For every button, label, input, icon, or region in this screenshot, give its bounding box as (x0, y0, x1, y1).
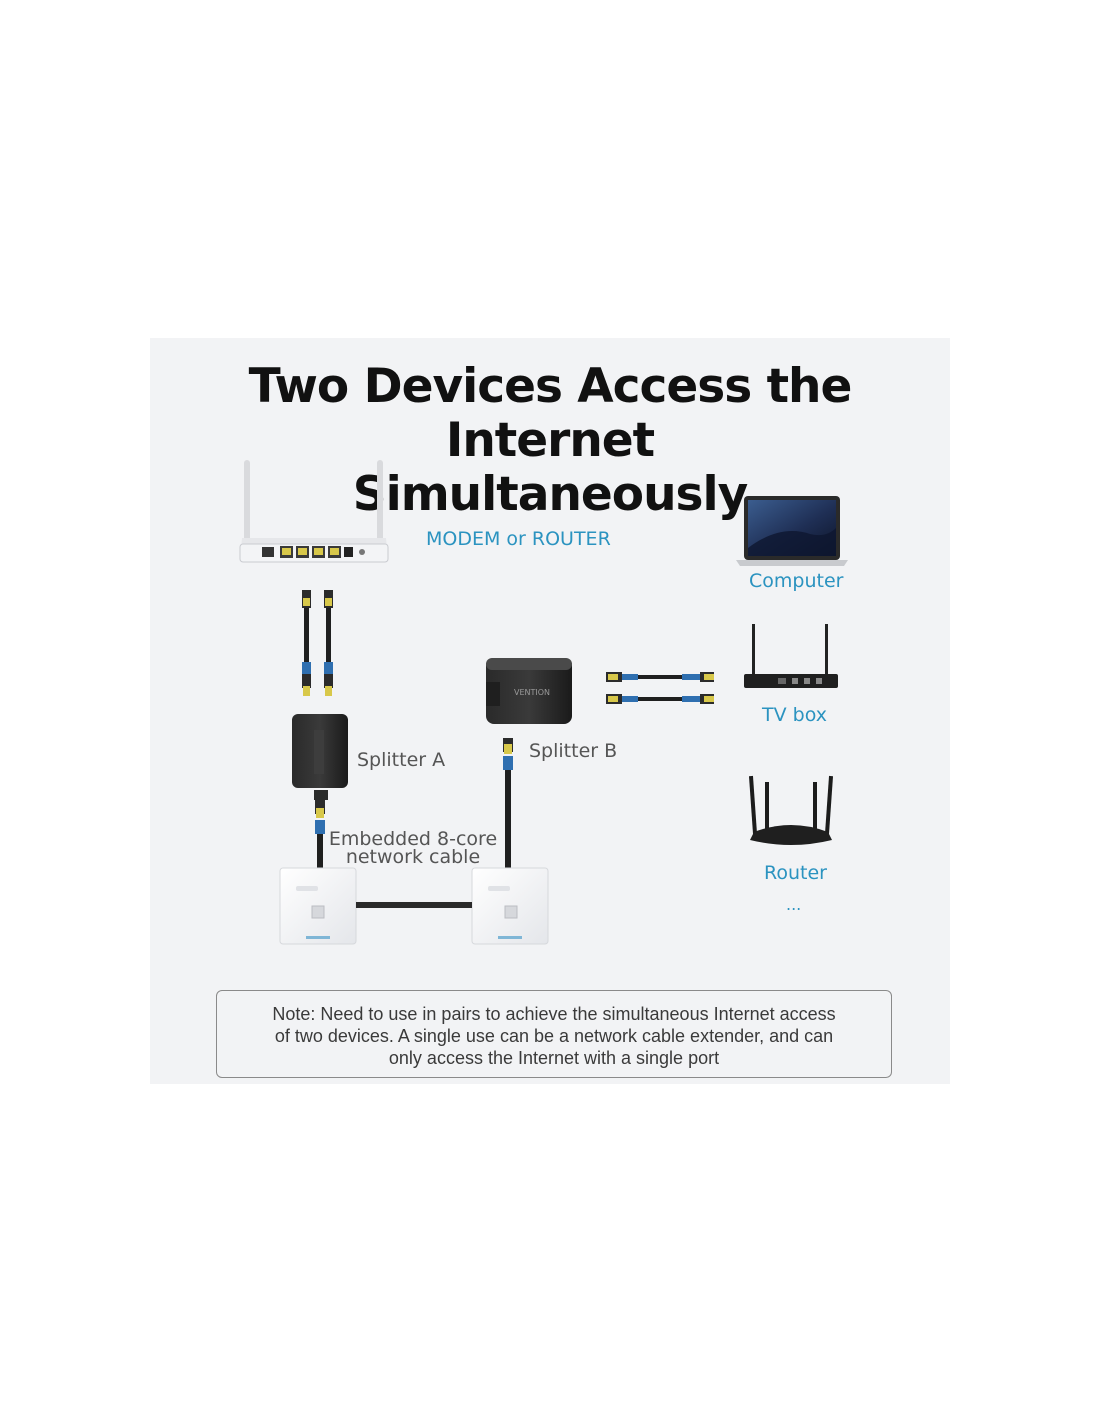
splitter-b-label: Splitter B (529, 740, 618, 762)
splitter-a-icon (292, 714, 348, 800)
embedded-cable-label-line-2: network cable (345, 846, 481, 868)
note-line-3: only access the Internet with a single p… (388, 1048, 720, 1068)
router-label: Router (764, 862, 827, 884)
wall-plate-a-icon (279, 867, 357, 945)
tv-box-label: TV box (762, 704, 827, 726)
modem-router-label: MODEM or ROUTER (426, 528, 611, 550)
tv-box-icon (744, 624, 838, 688)
cable-a-icon (315, 800, 325, 868)
more-devices-label: ... (786, 895, 802, 914)
splitter-a-label: Splitter A (357, 749, 446, 771)
embedded-cable-icon (356, 902, 472, 908)
laptop-icon (736, 496, 848, 566)
output-cable-pair-icon (606, 672, 714, 704)
title-line-1: Two Devices Access the Internet (248, 359, 853, 468)
diagram-panel: Two Devices Access the Internet Simultan… (150, 338, 950, 1084)
splitter-b-icon: VENTION (486, 658, 572, 724)
page-title: Two Devices Access the Internet Simultan… (150, 360, 950, 522)
computer-label: Computer (749, 570, 844, 592)
modem-router-icon (239, 460, 389, 563)
diagram-art: VENTION (239, 460, 848, 945)
cable-b-icon (503, 738, 513, 868)
note-line-1: Note: Need to use in pairs to achieve th… (272, 1004, 836, 1024)
note-box: Note: Need to use in pairs to achieve th… (216, 990, 892, 1078)
embedded-cable-label: Embedded 8-core network cable (328, 828, 498, 868)
wall-plate-b-icon (471, 867, 549, 945)
patch-cable-pair-icon (302, 590, 333, 696)
title-line-2: Simultaneously (352, 467, 749, 522)
note-line-2: of two devices. A single use can be a ne… (274, 1026, 834, 1046)
embedded-cable-label-line-1: Embedded 8-core (328, 828, 498, 850)
brand-mark: VENTION (514, 688, 550, 697)
wifi-router-icon (748, 775, 834, 845)
